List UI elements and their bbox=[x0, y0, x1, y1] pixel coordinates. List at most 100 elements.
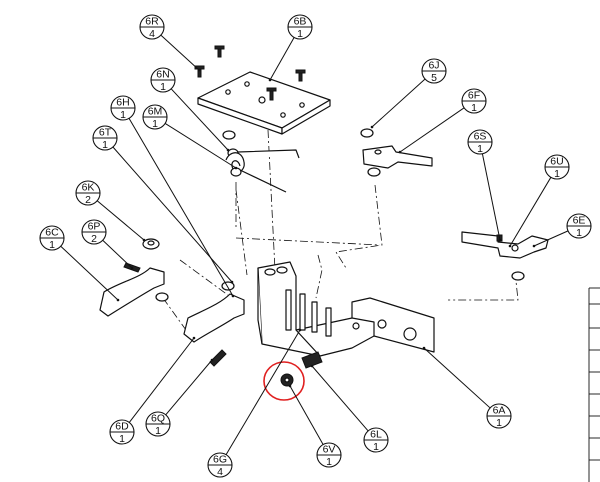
callout-quantity: 4 bbox=[149, 28, 155, 40]
callout-quantity: 5 bbox=[431, 72, 437, 84]
callout-quantity: 4 bbox=[217, 466, 223, 478]
leader-line bbox=[170, 88, 229, 151]
leader-tip bbox=[398, 150, 402, 154]
leader-line bbox=[165, 359, 213, 416]
callout-item-id: 6T bbox=[99, 127, 112, 139]
callout-quantity: 1 bbox=[554, 168, 560, 180]
leader-line bbox=[533, 230, 569, 247]
callout-6b: 6B1 bbox=[268, 14, 313, 82]
leader-line bbox=[160, 34, 200, 71]
leader-tip bbox=[210, 358, 214, 362]
part-6K-washer bbox=[142, 238, 160, 250]
callout-6e: 6E1 bbox=[532, 213, 592, 248]
callout-6q: 6Q1 bbox=[145, 358, 214, 437]
leader-tip bbox=[532, 244, 536, 248]
leader-tip bbox=[422, 346, 426, 350]
callout-quantity: 1 bbox=[120, 109, 126, 121]
callout-item-id: 6L bbox=[370, 429, 382, 441]
part-6N-6M-spring bbox=[222, 130, 300, 193]
part-6S-6U-6E-arm bbox=[461, 231, 549, 281]
part-6D-trigger bbox=[183, 281, 245, 343]
part-6L-spring bbox=[301, 351, 323, 369]
callout-item-id: 6V bbox=[323, 444, 336, 456]
callout-quantity: 1 bbox=[49, 239, 55, 251]
callout-6n: 6N1 bbox=[150, 67, 230, 152]
callout-item-id: 6M bbox=[148, 106, 163, 118]
callout-6h: 6H1 bbox=[110, 95, 235, 298]
leader-line bbox=[128, 118, 234, 297]
callout-6u: 6U1 bbox=[508, 154, 570, 248]
leader-tip bbox=[288, 384, 292, 388]
leader-line bbox=[289, 385, 324, 445]
leader-tip bbox=[142, 238, 146, 242]
callout-quantity: 1 bbox=[155, 425, 161, 437]
leader-line bbox=[481, 153, 501, 241]
part-6R-screws bbox=[194, 45, 306, 101]
part-6F-6J-lever bbox=[360, 128, 433, 177]
leader-tip bbox=[508, 244, 512, 248]
callout-quantity: 1 bbox=[326, 456, 332, 468]
callout-item-id: 6N bbox=[156, 69, 169, 81]
callout-item-id: 6B bbox=[294, 16, 307, 28]
callout-item-id: 6R bbox=[145, 16, 159, 28]
leader-tip bbox=[130, 266, 134, 270]
callout-6m: 6M1 bbox=[142, 104, 238, 170]
callout-item-id: 6P bbox=[88, 221, 101, 233]
part-6Q-spring bbox=[209, 349, 227, 367]
callout-item-id: 6D bbox=[115, 421, 129, 433]
leader-tip bbox=[370, 125, 374, 129]
leader-line bbox=[96, 200, 145, 241]
callout-6f: 6F1 bbox=[398, 88, 487, 154]
leader-tip bbox=[298, 328, 302, 332]
part-6A-housing bbox=[257, 261, 435, 357]
callout-item-id: 6S bbox=[474, 131, 487, 143]
callout-6g: 6G4 bbox=[207, 328, 302, 478]
callout-item-id: 6C bbox=[45, 227, 59, 239]
callout-item-id: 6G bbox=[213, 454, 227, 466]
callout-quantity: 2 bbox=[85, 194, 91, 206]
callout-6d: 6D1 bbox=[109, 336, 196, 445]
callout-quantity: 1 bbox=[373, 441, 379, 453]
leader-tip bbox=[197, 68, 201, 72]
callout-6k: 6K2 bbox=[75, 180, 146, 242]
callout-6s: 6S1 bbox=[467, 129, 502, 242]
leader-tip bbox=[231, 294, 235, 298]
callout-quantity: 1 bbox=[152, 118, 158, 130]
callout-item-id: 6H bbox=[116, 97, 129, 109]
callout-6v: 6V1 bbox=[288, 384, 342, 468]
part-6B-top-plate bbox=[197, 71, 331, 135]
callout-6r: 6R4 bbox=[139, 14, 201, 72]
leader-tip bbox=[230, 280, 234, 284]
leader-line bbox=[509, 177, 552, 247]
leader-tip bbox=[268, 78, 272, 82]
callout-item-id: 6E bbox=[573, 215, 586, 227]
callout-6l: 6L1 bbox=[310, 364, 389, 453]
leader-tip bbox=[116, 298, 120, 302]
callout-6j: 6J5 bbox=[370, 58, 447, 129]
leader-line bbox=[112, 146, 233, 283]
leader-line bbox=[164, 122, 237, 169]
callout-quantity: 1 bbox=[160, 81, 166, 93]
leader-tip bbox=[498, 238, 502, 242]
callout-6p: 6P2 bbox=[81, 219, 134, 270]
callout-quantity: 1 bbox=[576, 227, 582, 239]
callout-quantity: 1 bbox=[477, 143, 483, 155]
title-block-fragment bbox=[588, 287, 600, 482]
callout-item-id: 6A bbox=[493, 405, 506, 417]
callout-item-id: 6Q bbox=[151, 413, 165, 425]
callout-6a: 6A1 bbox=[422, 346, 512, 429]
leader-tip bbox=[192, 336, 196, 340]
assembly-centerlines bbox=[162, 129, 519, 331]
leader-line bbox=[128, 337, 195, 423]
callout-quantity: 1 bbox=[471, 102, 477, 114]
callout-item-id: 6K bbox=[82, 182, 95, 194]
callout-quantity: 1 bbox=[119, 433, 125, 445]
callout-quantity: 1 bbox=[496, 417, 502, 429]
callout-quantity: 1 bbox=[297, 28, 303, 40]
leader-tip bbox=[226, 148, 230, 152]
callout-quantity: 1 bbox=[102, 139, 108, 151]
leader-tip bbox=[310, 364, 314, 368]
callout-item-id: 6U bbox=[550, 156, 563, 168]
